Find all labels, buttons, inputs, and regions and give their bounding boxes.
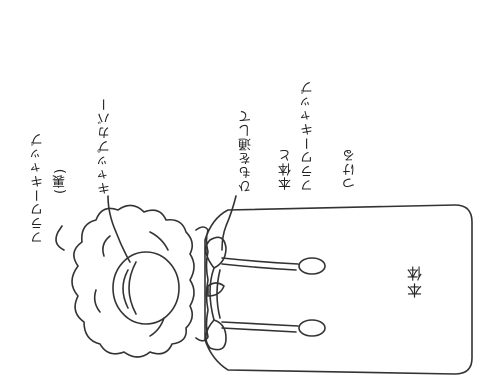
bow-knot [207, 282, 225, 297]
label-string-note-4: つける [343, 148, 358, 190]
cap-cover [112, 251, 180, 325]
label-string-note-3: フラワーキャップ [301, 80, 316, 192]
label-string-note-1: ひもを通して [239, 109, 254, 193]
leader-cap-cover [107, 195, 131, 263]
bow-loop-top [205, 236, 227, 269]
neck-gather [195, 226, 209, 342]
string-end-right [298, 319, 326, 337]
leader-string [221, 195, 237, 251]
string-left [221, 257, 299, 265]
bow-loop-bottom [205, 319, 227, 351]
main-body-outline [204, 204, 473, 375]
label-string-note-2: 本体と [279, 148, 294, 190]
label-flower-cap-back: フラワーキャップ [31, 132, 46, 244]
label-flower-cap-back-sub: (裏) [53, 167, 68, 194]
leader-flower-cap [55, 225, 65, 251]
string-end-left [298, 257, 326, 275]
label-main-body: 本体 [406, 264, 424, 298]
label-cap-cover: キャップカバー [98, 97, 113, 195]
flower-cap-ruffle [71, 204, 195, 358]
string-right [221, 321, 299, 327]
